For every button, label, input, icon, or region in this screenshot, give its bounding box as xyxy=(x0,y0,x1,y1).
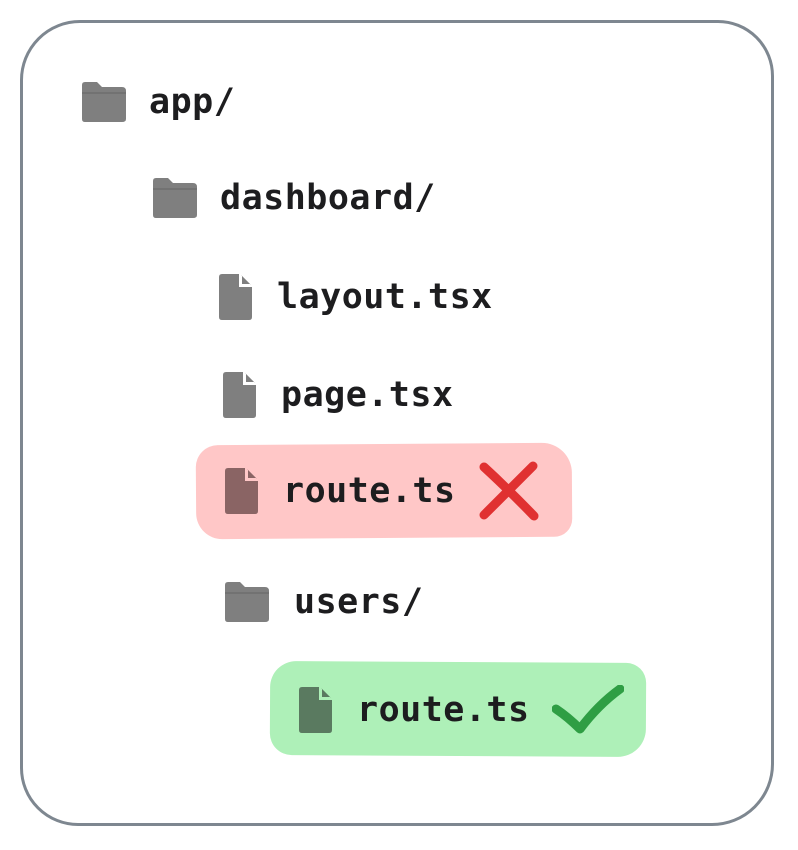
tree-item-dashboard[interactable]: dashboard/ xyxy=(150,168,436,228)
folder-icon xyxy=(79,81,127,123)
tree-item-page[interactable]: page.tsx xyxy=(221,365,454,425)
file-icon xyxy=(297,686,333,734)
tree-item-label: route.ts xyxy=(357,690,530,730)
tree-item-app[interactable]: app/ xyxy=(79,72,235,132)
tree-item-label: route.ts xyxy=(283,471,456,511)
tree-item-label: layout.tsx xyxy=(277,277,493,317)
file-icon xyxy=(217,273,253,321)
cross-icon xyxy=(478,461,540,521)
tree-item-label: page.tsx xyxy=(281,375,454,415)
folder-icon xyxy=(222,581,270,623)
tree-item-label: users/ xyxy=(294,582,424,622)
tree-item-route-valid[interactable]: route.ts xyxy=(297,680,625,740)
file-icon xyxy=(223,467,259,515)
tree-item-users[interactable]: users/ xyxy=(222,572,423,632)
check-icon xyxy=(551,684,625,735)
tree-item-label: dashboard/ xyxy=(220,178,436,218)
tree-item-route-invalid[interactable]: route.ts xyxy=(223,461,540,521)
folder-icon xyxy=(150,177,198,219)
file-icon xyxy=(221,371,257,419)
tree-item-layout[interactable]: layout.tsx xyxy=(217,267,493,327)
tree-item-label: app/ xyxy=(149,82,236,122)
